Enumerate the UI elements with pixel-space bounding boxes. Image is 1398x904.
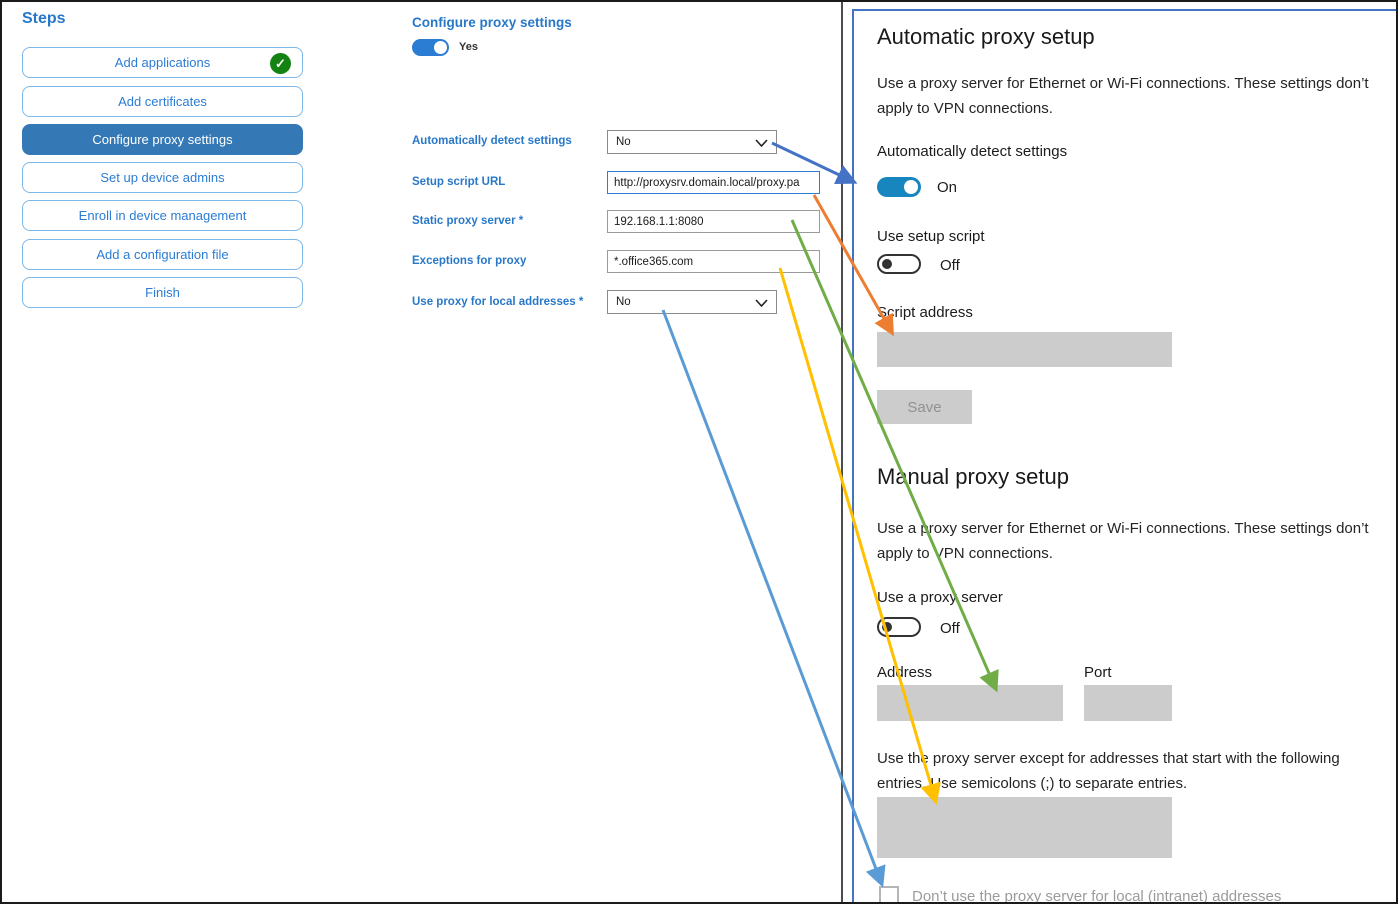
chevron-down-icon (755, 139, 768, 148)
step-finish[interactable]: Finish (22, 277, 303, 308)
label-auto-detect: Automatically detect settings (877, 143, 1068, 160)
step-label: Set up device admins (100, 170, 225, 185)
label-script-address: Script address (877, 304, 973, 321)
label-use-proxy-local: Use proxy for local addresses * (412, 296, 584, 308)
label-setup-script-url: Setup script URL (412, 176, 506, 188)
use-proxy-server-toggle[interactable] (877, 617, 921, 637)
manual-proxy-heading: Manual proxy setup (877, 464, 1069, 489)
local-addresses-checkbox[interactable] (879, 886, 899, 902)
select-use-proxy-local[interactable]: No (607, 290, 777, 314)
proxy-port-input[interactable] (1084, 685, 1172, 721)
input-static-proxy-server[interactable] (607, 210, 820, 233)
manual-proxy-description: Use a proxy server for Ethernet or Wi-Fi… (877, 520, 1369, 562)
steps-title: Steps (22, 10, 66, 27)
automatic-proxy-heading: Automatic proxy setup (877, 24, 1095, 49)
input-setup-script-url[interactable] (607, 171, 820, 194)
use-setup-script-toggle-state: Off (940, 257, 960, 274)
vertical-divider (841, 2, 843, 902)
arrow-local-addresses (661, 309, 886, 888)
label-exceptions-for-proxy: Exceptions for proxy (412, 255, 527, 267)
configure-proxy-toggle-state: Yes (459, 41, 478, 53)
configure-proxy-toggle[interactable] (412, 39, 449, 56)
step-label: Configure proxy settings (92, 132, 233, 147)
toggle-knob (904, 180, 918, 194)
proxy-address-input[interactable] (877, 685, 1063, 721)
select-value: No (616, 296, 631, 308)
select-automatically-detect[interactable]: No (607, 130, 777, 154)
chevron-down-icon (755, 299, 768, 308)
save-button[interactable]: Save (877, 390, 972, 424)
step-label: Add a configuration file (96, 247, 229, 262)
label-use-setup-script: Use setup script (877, 228, 985, 245)
toggle-knob (882, 622, 892, 632)
step-label: Finish (145, 285, 180, 300)
label-automatically-detect: Automatically detect settings (412, 135, 572, 147)
use-setup-script-toggle[interactable] (877, 254, 921, 274)
proxy-exceptions-textarea[interactable] (877, 797, 1172, 858)
step-label: Add certificates (118, 94, 207, 109)
script-address-input[interactable] (877, 332, 1172, 367)
step-add-certificates[interactable]: Add certificates (22, 86, 303, 117)
use-proxy-server-toggle-state: Off (940, 620, 960, 637)
proxy-exceptions-description: Use the proxy server except for addresse… (877, 750, 1340, 792)
step-set-up-device-admins[interactable]: Set up device admins (22, 162, 303, 193)
step-label: Add applications (114, 55, 211, 70)
label-use-proxy-server: Use a proxy server (877, 589, 1003, 606)
step-add-applications[interactable]: Add applications ✓ (22, 47, 303, 78)
step-add-configuration-file[interactable]: Add a configuration file (22, 239, 303, 270)
step-configure-proxy-settings[interactable]: Configure proxy settings (22, 124, 303, 155)
label-port: Port (1084, 664, 1112, 681)
input-exceptions-for-proxy[interactable] (607, 250, 820, 273)
select-value: No (616, 136, 631, 148)
automatic-proxy-description: Use a proxy server for Ethernet or Wi-Fi… (877, 75, 1369, 117)
step-enroll-device-management[interactable]: Enroll in device management (22, 200, 303, 231)
label-static-proxy-server: Static proxy server * (412, 215, 524, 227)
completed-check-icon: ✓ (270, 53, 291, 74)
label-address: Address (877, 664, 933, 681)
toggle-knob (434, 41, 447, 54)
windows-proxy-settings-panel: Automatic proxy setup Use a proxy server… (852, 9, 1396, 904)
local-addresses-checkbox-label: Don’t use the proxy server for local (in… (912, 888, 1282, 904)
form-title: Configure proxy settings (412, 15, 572, 30)
step-label: Enroll in device management (78, 208, 247, 223)
auto-detect-toggle-state: On (937, 179, 958, 196)
auto-detect-toggle[interactable] (877, 177, 921, 197)
toggle-knob (882, 259, 892, 269)
